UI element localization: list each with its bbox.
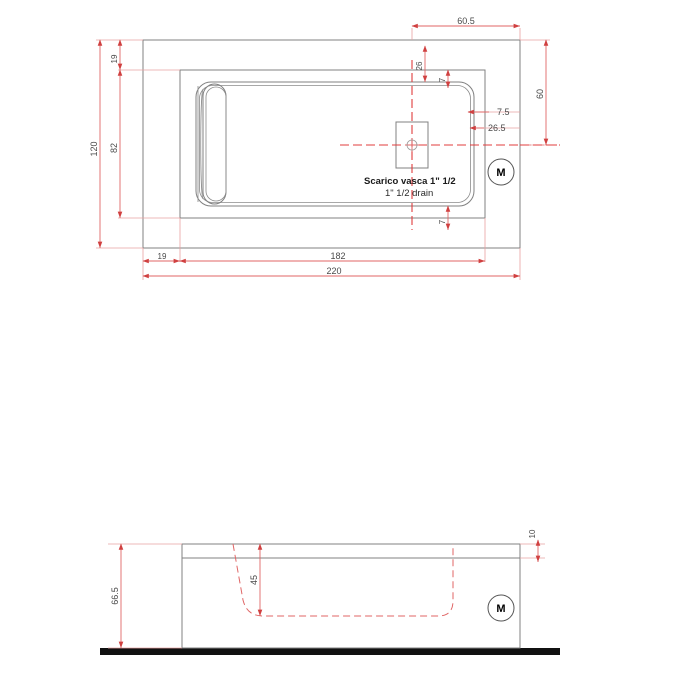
dimtext-plan-leftoffset-19: 19	[158, 252, 167, 261]
elevation-mark-letter: M	[496, 603, 505, 615]
plan-basin-outer	[195, 81, 475, 207]
dimtext-plan-topoffset-19: 19	[110, 54, 119, 63]
plan-basin-inner	[199, 85, 471, 203]
plan-rim-outline	[179, 69, 486, 219]
dimtext-elev-rim-10: 10	[528, 529, 537, 538]
elevation-mark-circle	[487, 594, 515, 622]
drain-label-line1: Scarico vasca 1" 1/2	[364, 176, 456, 187]
elevation-ground-line	[100, 648, 560, 655]
plan-mark-letter: M	[496, 167, 505, 179]
plan-mark-circle	[487, 158, 515, 186]
dimtext-drain-offset-26: 26	[415, 61, 424, 70]
dimtext-corner-bottom-7: 7	[438, 219, 447, 224]
dimtext-rim-to-edge-26p5: 26.5	[488, 123, 506, 133]
dimtext-elev-depth-45: 45	[249, 575, 259, 585]
dimtext-elev-height-66p5: 66.5	[110, 587, 120, 605]
dimtext-drain-from-right-60p5: 60.5	[457, 16, 475, 26]
dimtext-right-edge-60: 60	[535, 89, 545, 99]
elevation-view-group: M 66.5 45 10	[100, 529, 560, 655]
dimtext-plan-length-220: 220	[326, 266, 341, 276]
dimtext-plan-innerwidth-82: 82	[109, 143, 119, 153]
elevation-basin-profile	[232, 543, 454, 617]
dimtext-plan-width-120: 120	[89, 141, 99, 156]
plan-headrest-edge	[197, 86, 204, 202]
dimtext-plan-innerlength-182: 182	[330, 251, 345, 261]
plan-headrest-outline	[202, 83, 227, 205]
dimtext-rim-to-basin-7p5: 7.5	[497, 107, 510, 117]
plan-headrest-inner	[205, 86, 227, 202]
drain-label-line2: 1" 1/2 drain	[385, 188, 433, 199]
elevation-body-outline	[181, 543, 521, 649]
drain-hole-circle	[406, 139, 418, 151]
plan-view-group: M Scarico vasca 1" 1/2 1" 1/2 drain 120 …	[89, 16, 560, 280]
dimtext-corner-top-7: 7	[438, 77, 447, 82]
plan-outer-outline	[142, 39, 521, 249]
